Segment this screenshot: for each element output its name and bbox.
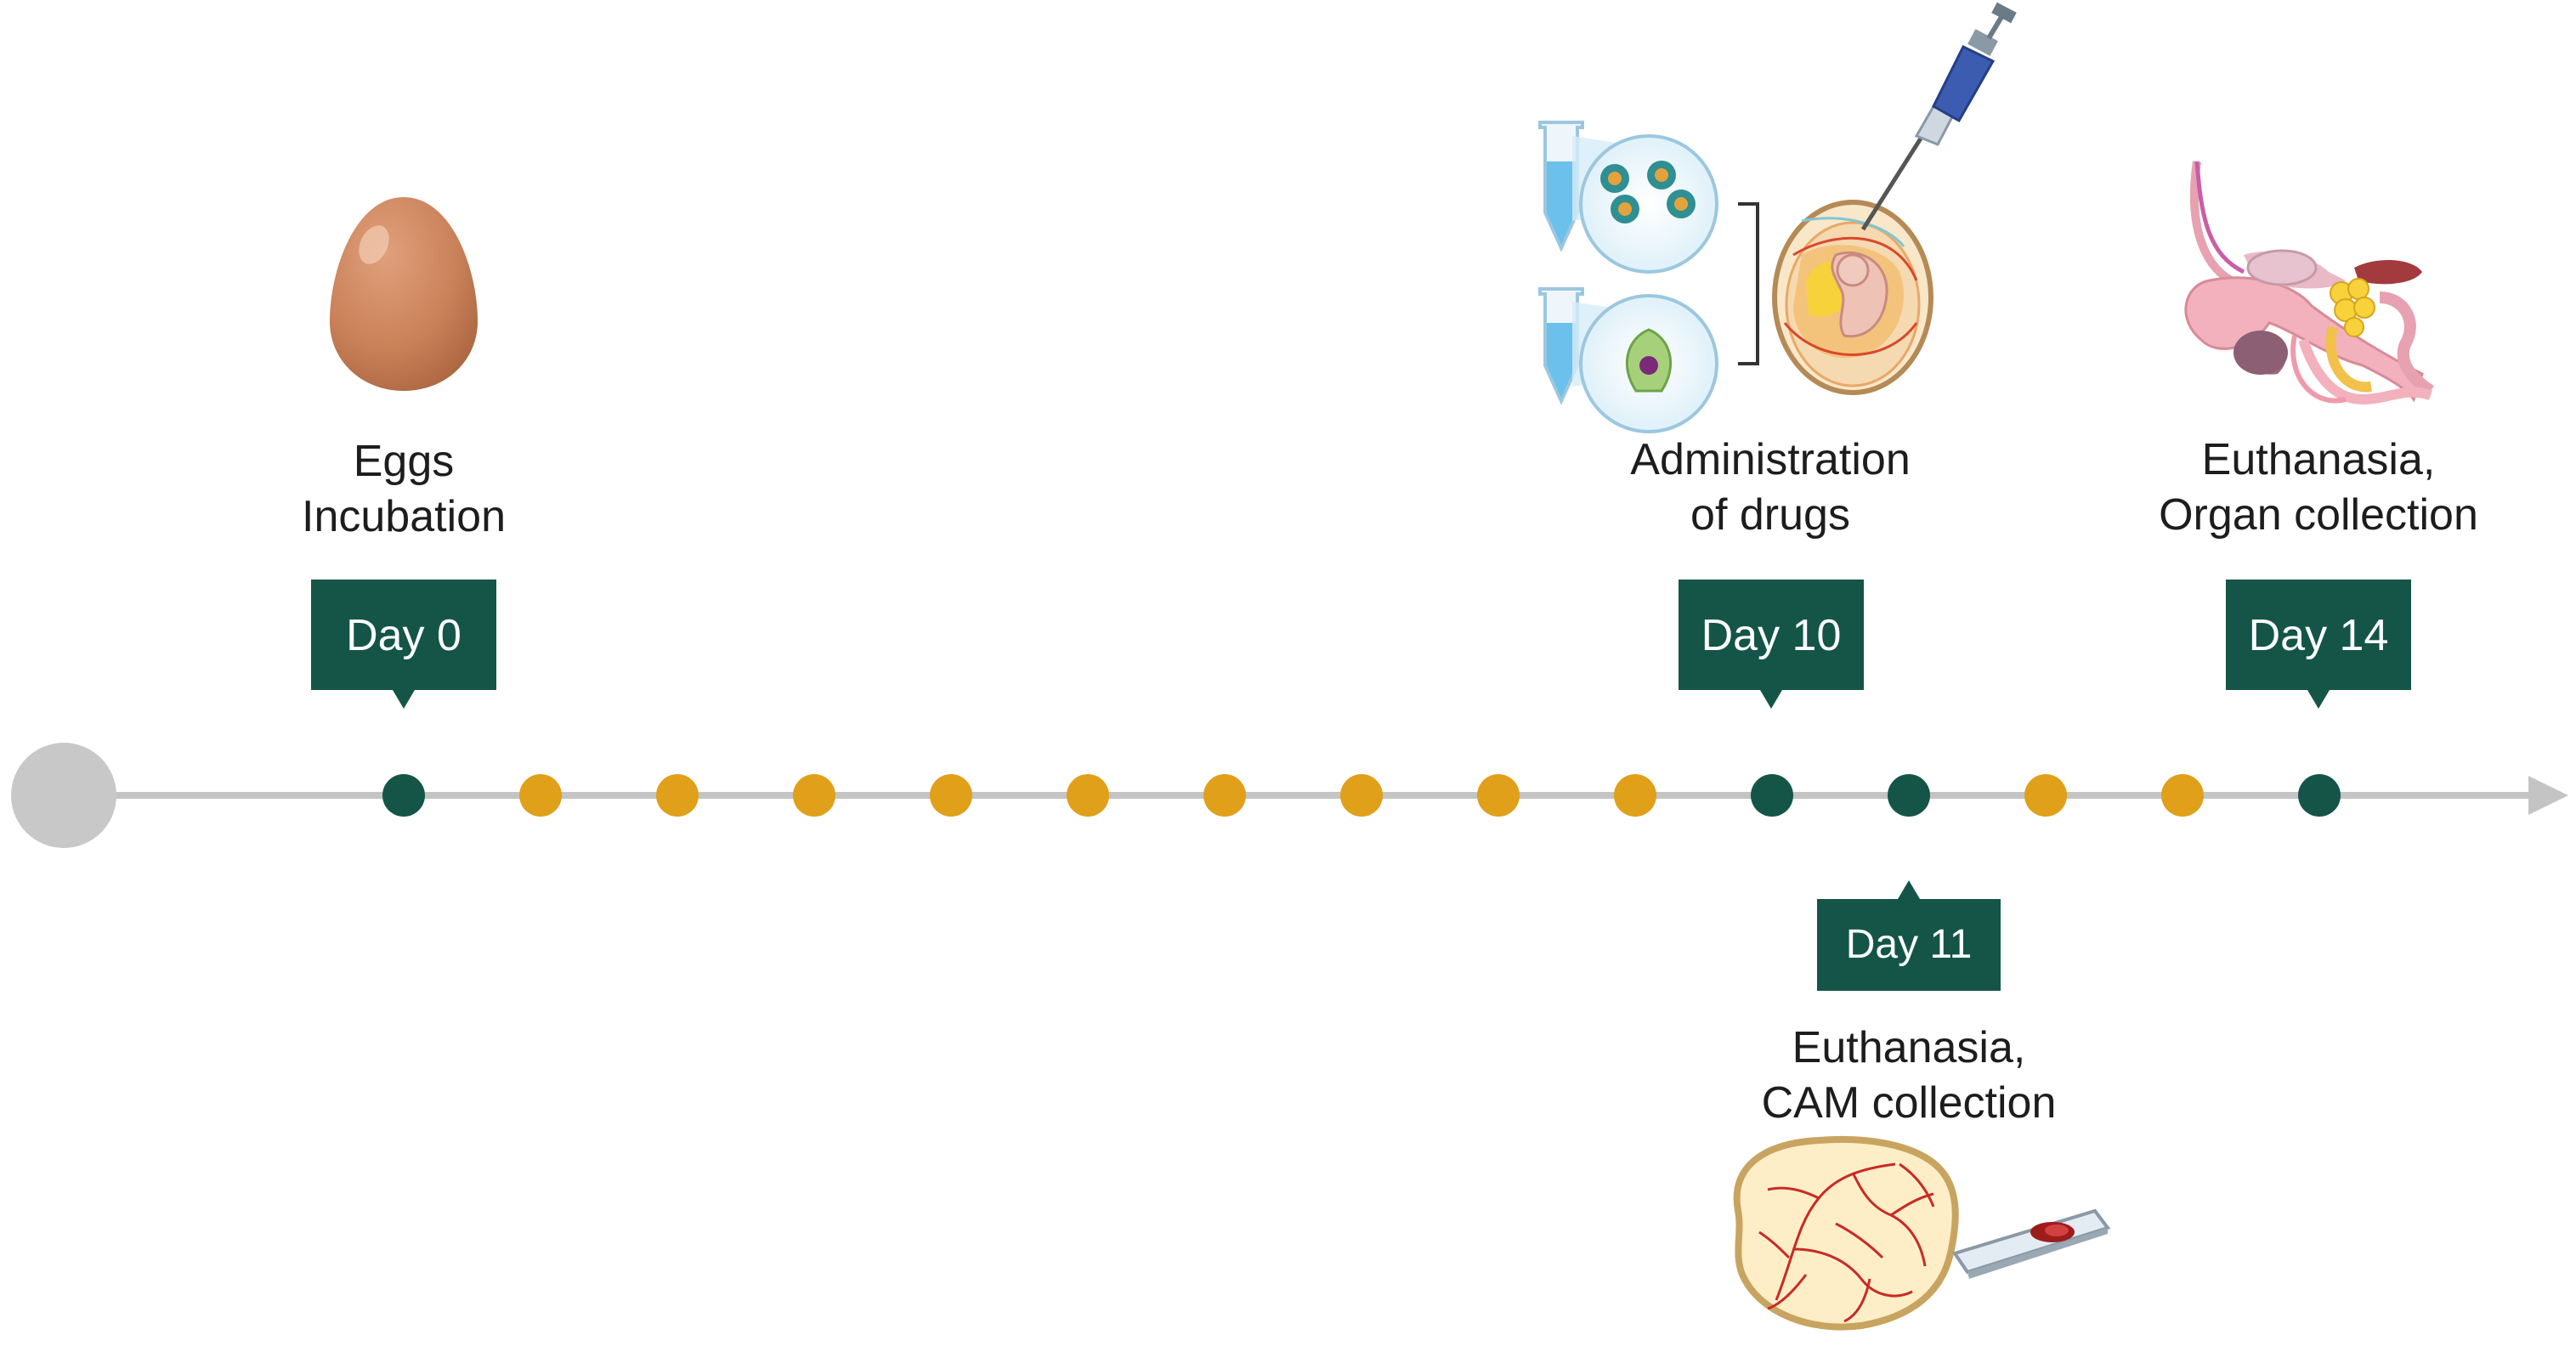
timeline-dot xyxy=(793,774,835,817)
day10-title-line1: Administration xyxy=(1630,435,1910,484)
timeline-start-circle xyxy=(11,743,116,848)
timeline-dot xyxy=(2161,774,2204,817)
glass-slide-icon xyxy=(1951,1208,2111,1279)
timeline-dot xyxy=(1477,774,1520,817)
timeline-dot xyxy=(1614,774,1656,817)
day0-title-line2: Incubation xyxy=(302,492,506,541)
day14-label: Day 14 xyxy=(2249,611,2389,660)
timeline-dot xyxy=(1203,774,1246,817)
milestone-day0: Eggs Incubation Day 0 xyxy=(302,197,506,709)
day10-title-line2: of drugs xyxy=(1690,490,1850,540)
milestone-dot xyxy=(1888,774,1930,817)
day0-callout: Day 0 xyxy=(311,580,496,709)
day11-callout: Day 11 xyxy=(1817,880,2001,991)
timeline-dot xyxy=(930,774,972,817)
timeline-dot xyxy=(1340,774,1383,817)
day0-label: Day 0 xyxy=(346,611,461,660)
organs-icon xyxy=(2184,161,2434,405)
milestone-day11: Day 11 Euthanasia, CAM collection xyxy=(1733,880,2111,1331)
egg-icon xyxy=(330,197,478,391)
milestone-day10: Administration of drugs Day 10 xyxy=(1538,2,2017,709)
day10-label: Day 10 xyxy=(1701,611,1842,660)
timeline-dot xyxy=(1067,774,1109,817)
day14-callout: Day 14 xyxy=(2226,580,2411,709)
day11-title-line2: CAM collection xyxy=(1762,1078,2057,1128)
timeline-arrowhead xyxy=(2528,776,2568,815)
day11-title-line1: Euthanasia, xyxy=(1792,1023,2026,1072)
cam-membrane-icon xyxy=(1733,1135,1959,1331)
milestone-day14: Euthanasia, Organ collection Day 14 xyxy=(2159,161,2478,709)
milestone-dot xyxy=(1751,774,1793,817)
day0-title-line1: Eggs xyxy=(354,437,455,486)
milestone-dot xyxy=(382,774,425,817)
timeline-dot xyxy=(519,774,562,817)
timeline-dot xyxy=(656,774,699,817)
day14-title-line2: Organ collection xyxy=(2159,490,2478,540)
timeline-dots xyxy=(382,774,2341,817)
day11-label: Day 11 xyxy=(1846,922,1973,967)
day14-title-line1: Euthanasia, xyxy=(2202,435,2436,484)
egg-injection-icon xyxy=(1772,2,2017,395)
drug-tubes-icon xyxy=(1538,121,1759,433)
timeline-dot xyxy=(2024,774,2067,817)
day10-callout: Day 10 xyxy=(1679,580,1864,709)
milestone-dot xyxy=(2298,774,2341,817)
